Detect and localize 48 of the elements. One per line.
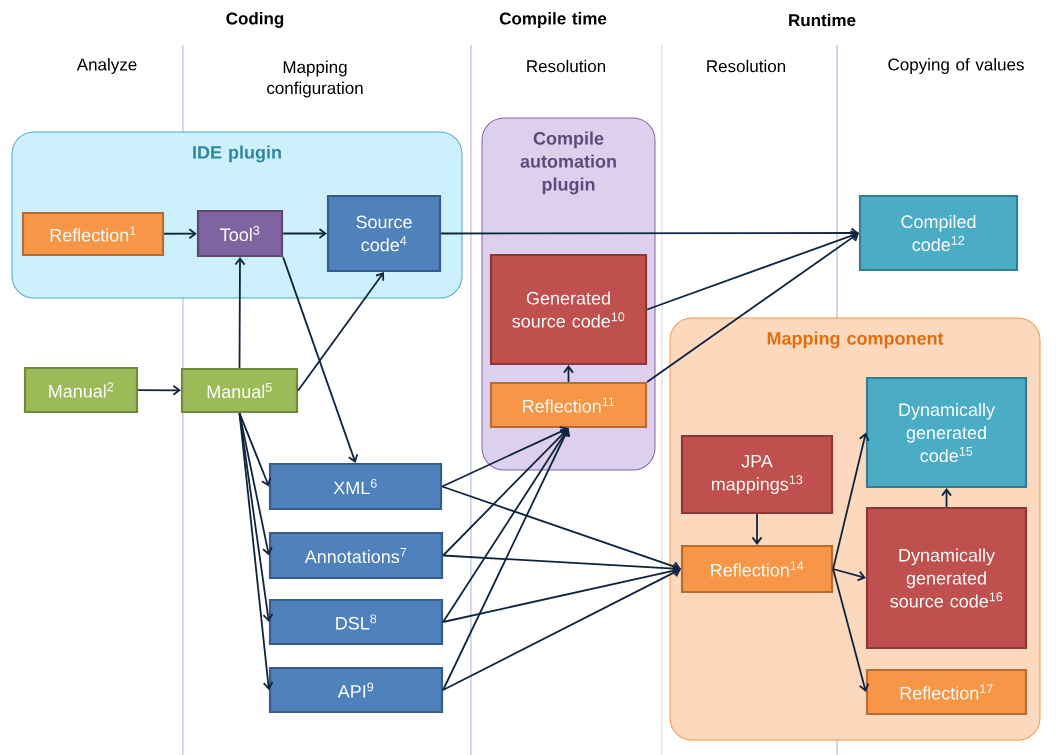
arrow: [441, 426, 569, 488]
process-box: Tool$^{3}$: [196, 209, 284, 258]
arrow: [163, 228, 197, 240]
arrow: [646, 230, 859, 311]
process-box: Compiled code$^{12}$: [858, 194, 1019, 272]
process-box: Dynamically generated code$^{15}$: [865, 376, 1028, 489]
process-box: Manual$^{2}$: [23, 366, 139, 414]
arrow: [282, 228, 327, 239]
column-heading: Resolution: [707, 59, 786, 73]
column-heading: Compile time: [499, 12, 607, 28]
arrow: [441, 485, 681, 572]
arrow: [941, 488, 952, 508]
arrow: [282, 256, 359, 463]
process-box: Manual$^{5}$: [180, 367, 299, 414]
arrow: [238, 412, 274, 690]
column-heading: Coding: [226, 12, 284, 28]
process-box: Annotations$^{7}$: [268, 531, 444, 580]
arrow: [442, 565, 681, 623]
process-box: Reflection$^{11}$: [489, 381, 648, 429]
arrow: [646, 232, 859, 383]
arrow: [442, 428, 570, 623]
arrow: [751, 513, 763, 545]
arrow: [234, 257, 246, 369]
arrow: [832, 568, 870, 692]
column-heading: Copying of values: [888, 58, 1024, 74]
process-box: XML$^{6}$: [268, 462, 443, 511]
process-box: JPA mappings$^{13}$: [680, 434, 834, 515]
arrow: [832, 568, 866, 582]
arrow: [563, 365, 574, 383]
process-box: Generated source code$^{10}$: [489, 253, 648, 366]
column-heading: Resolution: [527, 59, 606, 73]
column-heading: Analyze: [76, 58, 137, 74]
arrow: [442, 428, 571, 691]
process-box: API$^{9}$: [268, 666, 444, 714]
process-box: DSL$^{8}$: [268, 598, 444, 646]
column-heading: Runtime: [789, 13, 856, 27]
arrow: [442, 567, 681, 691]
arrow: [832, 432, 870, 570]
arrow: [137, 384, 181, 396]
column-heading: Mapping configuration: [267, 60, 363, 98]
arrow: [297, 272, 385, 392]
process-box: Source code$^{4}$: [326, 194, 442, 273]
arrow: [442, 428, 569, 557]
process-box: Reflection$^{1}$: [21, 211, 165, 257]
process-box: Reflection$^{14}$: [680, 544, 834, 594]
process-box: Reflection$^{17}$: [865, 668, 1028, 716]
arrow: [238, 412, 272, 487]
process-box: Dynamically generated source code$^{16}$: [865, 506, 1028, 650]
